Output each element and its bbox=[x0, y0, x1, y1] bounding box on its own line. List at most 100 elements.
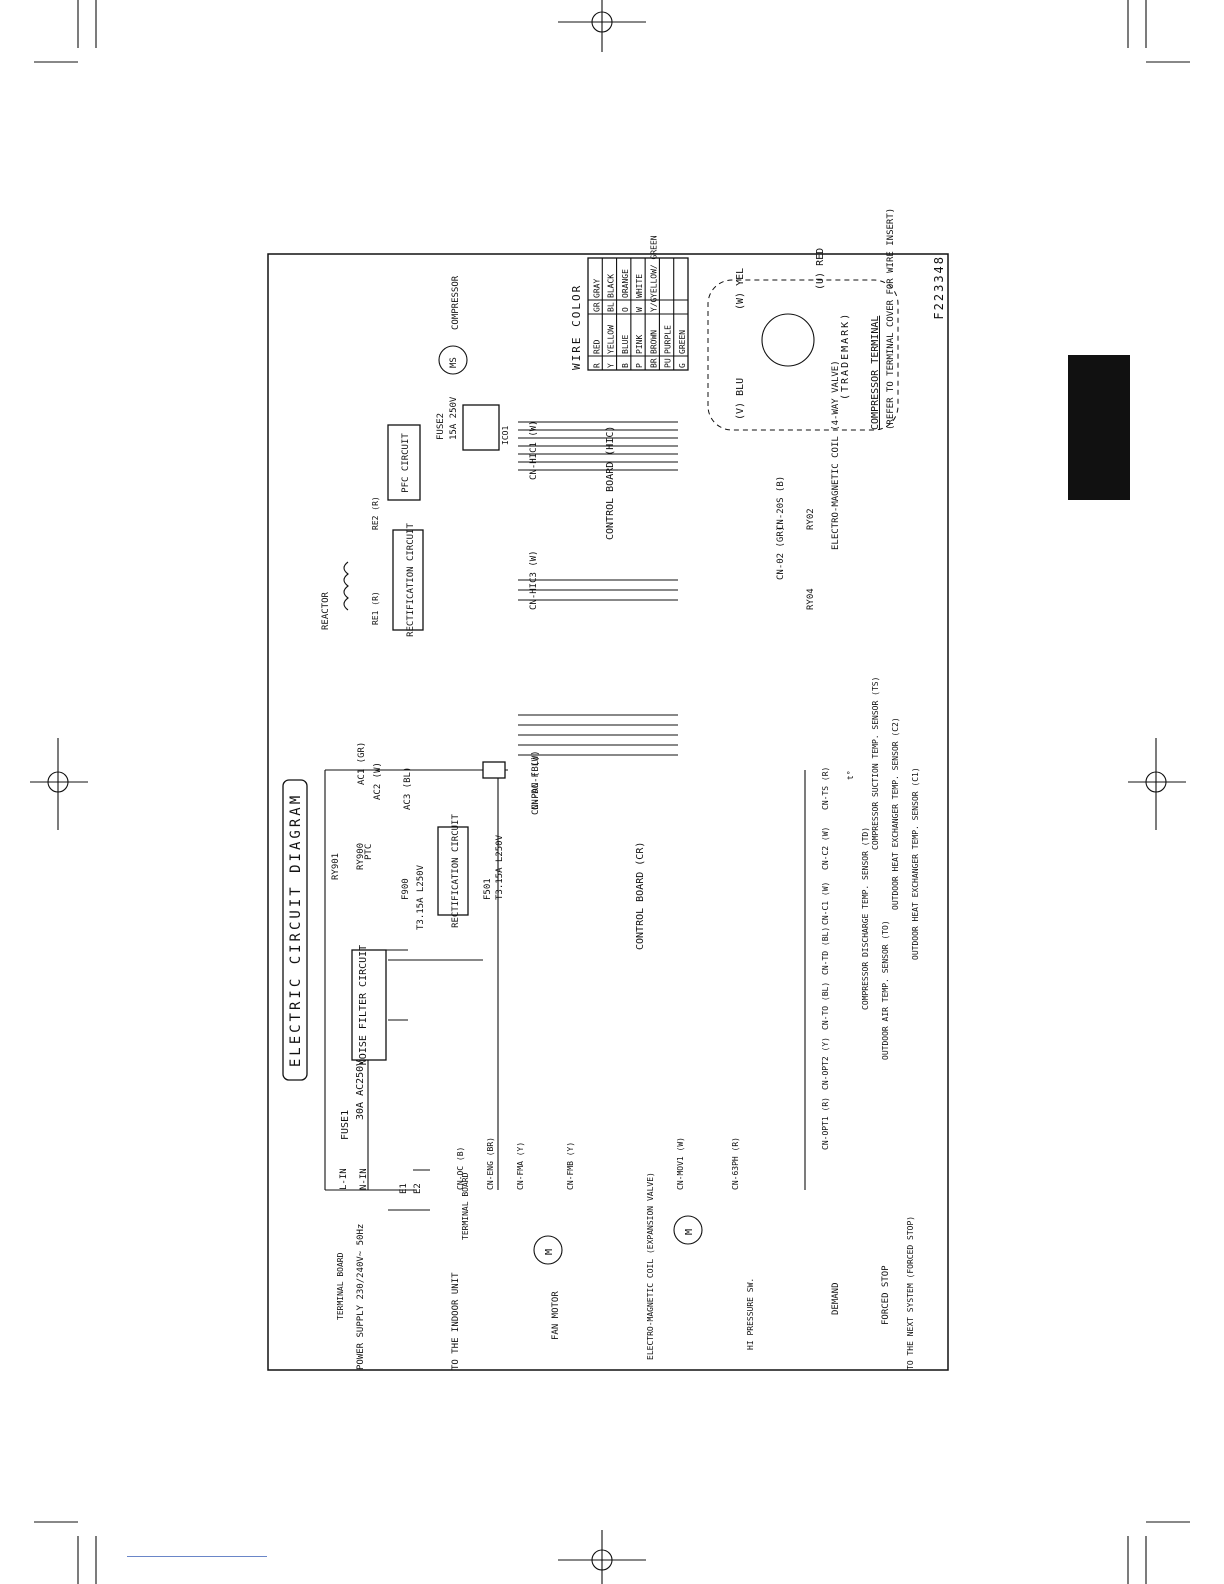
rectification-main-label: RECTIFICATION CIRCUIT bbox=[451, 814, 461, 928]
re1-label: RE1 (R) bbox=[371, 591, 380, 625]
fuse2-label: FUSE2 bbox=[436, 413, 446, 440]
cn-02-label: CN-02 (GR) bbox=[776, 526, 786, 580]
cn-ts-label: CN-TS (R) bbox=[821, 767, 830, 810]
section-tab bbox=[1068, 355, 1130, 500]
sensor-c2: OUTDOOR HEAT EXCHANGER TEMP. SENSOR (C2) bbox=[891, 717, 900, 910]
cn-opt2-label: CN-OPT2 (Y) bbox=[821, 1037, 830, 1090]
wire-color-cell: WHITE bbox=[635, 274, 644, 298]
wire-color-cell: W bbox=[635, 307, 644, 312]
cn-c2-label: CN-C2 (W) bbox=[821, 827, 830, 870]
cn-oc-label: CN-OC (B) bbox=[456, 1147, 465, 1190]
fan-motor-label: FAN MOTOR bbox=[551, 1291, 561, 1340]
terminal-board-1: TERMINAL BOARD bbox=[336, 1252, 345, 1320]
wire-color-cell: Y/G bbox=[649, 297, 658, 312]
ry900-label: RY900 bbox=[356, 843, 366, 870]
terminal-note: (REFER TO TERMINAL COVER FOR WIRE INSERT… bbox=[886, 208, 896, 430]
wire-color-heading: WIRE COLOR bbox=[570, 284, 583, 370]
wire-color-cell: GRAY bbox=[592, 279, 601, 298]
ribbon-cables bbox=[518, 421, 678, 756]
cn-c1-label: CN-C1 (W) bbox=[821, 882, 830, 925]
cn-to-label: CN-TO (BL) bbox=[821, 982, 830, 1030]
f900-label: F900 bbox=[401, 878, 411, 900]
four-way-valve-label: ELECTRO-MAGNETIC COIL (4-WAY VALVE) bbox=[831, 360, 841, 550]
demand-label: DEMAND bbox=[831, 1282, 841, 1315]
rotated-drawing: ELECTRIC CIRCUIT DIAGRAM F223348 FUSE1 3… bbox=[282, 208, 946, 1370]
ico1-module bbox=[462, 404, 500, 451]
wire-color-cell: BL bbox=[607, 302, 616, 312]
wire-color-cell: GR bbox=[592, 302, 601, 312]
wire-color-cell: PU bbox=[664, 358, 673, 368]
rectification-box-hic bbox=[392, 529, 424, 631]
wire-color-cell: B bbox=[621, 363, 630, 368]
f501-label: F501 bbox=[483, 878, 493, 900]
terminal-title: COMPRESSOR TERMINAL bbox=[870, 316, 881, 430]
fan-motor bbox=[533, 1235, 563, 1265]
sensor-to: OUTDOOR AIR TEMP. SENSOR (TO) bbox=[881, 920, 890, 1060]
fuse1-rating: 30A AC250V bbox=[355, 1060, 366, 1120]
ry901-label: RY901 bbox=[331, 853, 341, 880]
wire-color-cell: O bbox=[621, 307, 630, 312]
hi-pressure-label: HI PRESSURE SW. bbox=[746, 1278, 755, 1350]
ac2-label: AC2 (W) bbox=[373, 762, 383, 800]
ry02-label: RY02 bbox=[806, 508, 816, 530]
cn-hic1-cr-label: CN-HIC1 (W) bbox=[529, 420, 539, 480]
power-supply-label: POWER SUPPLY 230/240V~ 50Hz bbox=[356, 1224, 366, 1370]
fan-motor-symbol: M bbox=[544, 1249, 555, 1255]
wire-color-cell: GREEN bbox=[678, 330, 687, 354]
wire-color-cell: RED bbox=[592, 339, 601, 354]
terminal-trademark: (TRADEMARK) bbox=[840, 312, 851, 400]
wire-color-cell: BLUE bbox=[621, 335, 630, 354]
ac3-label: AC3 (BL) bbox=[403, 767, 413, 810]
wire-color-cell: BLACK bbox=[607, 274, 616, 298]
e2-label: E2 bbox=[413, 1183, 423, 1194]
mov-motor-symbol: M bbox=[684, 1229, 695, 1235]
cn-eng-label: CN-ENG (BR) bbox=[486, 1137, 495, 1190]
expansion-motor bbox=[673, 1215, 703, 1245]
wire-color-cell: YELLOW/ GREEN bbox=[649, 235, 658, 298]
cn-fmb-label: CN-FMB (Y) bbox=[566, 1142, 575, 1190]
forced-stop-label: FORCED STOP bbox=[881, 1265, 891, 1325]
sensor-ts: COMPRESSOR SUCTION TEMP. SENSOR (TS) bbox=[871, 677, 880, 850]
expansion-valve-label: ELECTRO-MAGNETIC COIL (EXPANSION VALVE) bbox=[646, 1172, 655, 1360]
cn-mov1-label: CN-MOV1 (W) bbox=[676, 1137, 685, 1190]
drawing-number: F223348 bbox=[932, 255, 946, 320]
f501-rating: T3.15A L250V bbox=[495, 834, 505, 900]
fuse1-label: FUSE1 bbox=[340, 1110, 351, 1140]
title-box bbox=[282, 779, 308, 1081]
wire-color-table: WIRE COLOR RREDGRGRAYYYELLOWBLBLACKBBLUE… bbox=[570, 235, 689, 371]
cn-63ph-label: CN-63PH (R) bbox=[731, 1137, 740, 1190]
diagram-title: ELECTRIC CIRCUIT DIAGRAM bbox=[288, 793, 304, 1067]
terminal-w: (W) YEL bbox=[735, 268, 746, 310]
cn-opt1-label: CN-OPT1 (R) bbox=[821, 1097, 830, 1150]
wire-color-cell: P bbox=[635, 363, 644, 368]
fuse2-rating: 15A 250V bbox=[449, 396, 459, 440]
compressor-motor bbox=[438, 345, 468, 375]
re2-label: RE2 (R) bbox=[371, 496, 380, 530]
wire-color-cell: PURPLE bbox=[664, 325, 673, 354]
reactor-label: REACTOR bbox=[321, 591, 331, 630]
sensor-descriptions: COMPRESSOR SUCTION TEMP. SENSOR (TS) OUT… bbox=[846, 677, 920, 1060]
ico1-label: ICO1 bbox=[501, 426, 510, 445]
ry04-label: RY04 bbox=[806, 588, 816, 610]
cn-pan-cr-label: CN-PAN (BL) bbox=[531, 755, 541, 815]
compressor-terminal: (U) RED (W) YEL (V) BLU (TRADEMARK) COMP… bbox=[707, 208, 899, 431]
noise-filter-label: NOISE FILTER CIRCUIT bbox=[358, 945, 369, 1065]
cn-hic3-cr-label: CN-HIC3 (W) bbox=[529, 550, 539, 610]
cn-td-label: CN-TD (BL) bbox=[821, 927, 830, 975]
control-board-hic-label: CONTROL BOARD (HIC) bbox=[605, 426, 616, 540]
wire-color-cell: G bbox=[678, 363, 687, 368]
to-indoor-label: TO THE INDOOR UNIT bbox=[451, 1272, 461, 1370]
rectification-box-main bbox=[437, 826, 469, 916]
noise-filter-box bbox=[351, 949, 387, 1061]
next-system-label: TO THE NEXT SYSTEM (FORCED STOP) bbox=[906, 1216, 915, 1370]
wire-color-cell: BR bbox=[649, 358, 658, 368]
sensor-td: COMPRESSOR DISCHARGE TEMP. SENSOR (TD) bbox=[861, 827, 870, 1010]
n-in-label: N-IN bbox=[359, 1168, 369, 1190]
compressor-ms: MS bbox=[449, 357, 459, 368]
sensor-c1: OUTDOOR HEAT EXCHANGER TEMP. SENSOR (C1) bbox=[911, 767, 920, 960]
ptc-label: PTC bbox=[364, 844, 374, 860]
wire-color-cell: BROWN bbox=[649, 330, 658, 354]
diagram-frame bbox=[267, 253, 949, 1371]
